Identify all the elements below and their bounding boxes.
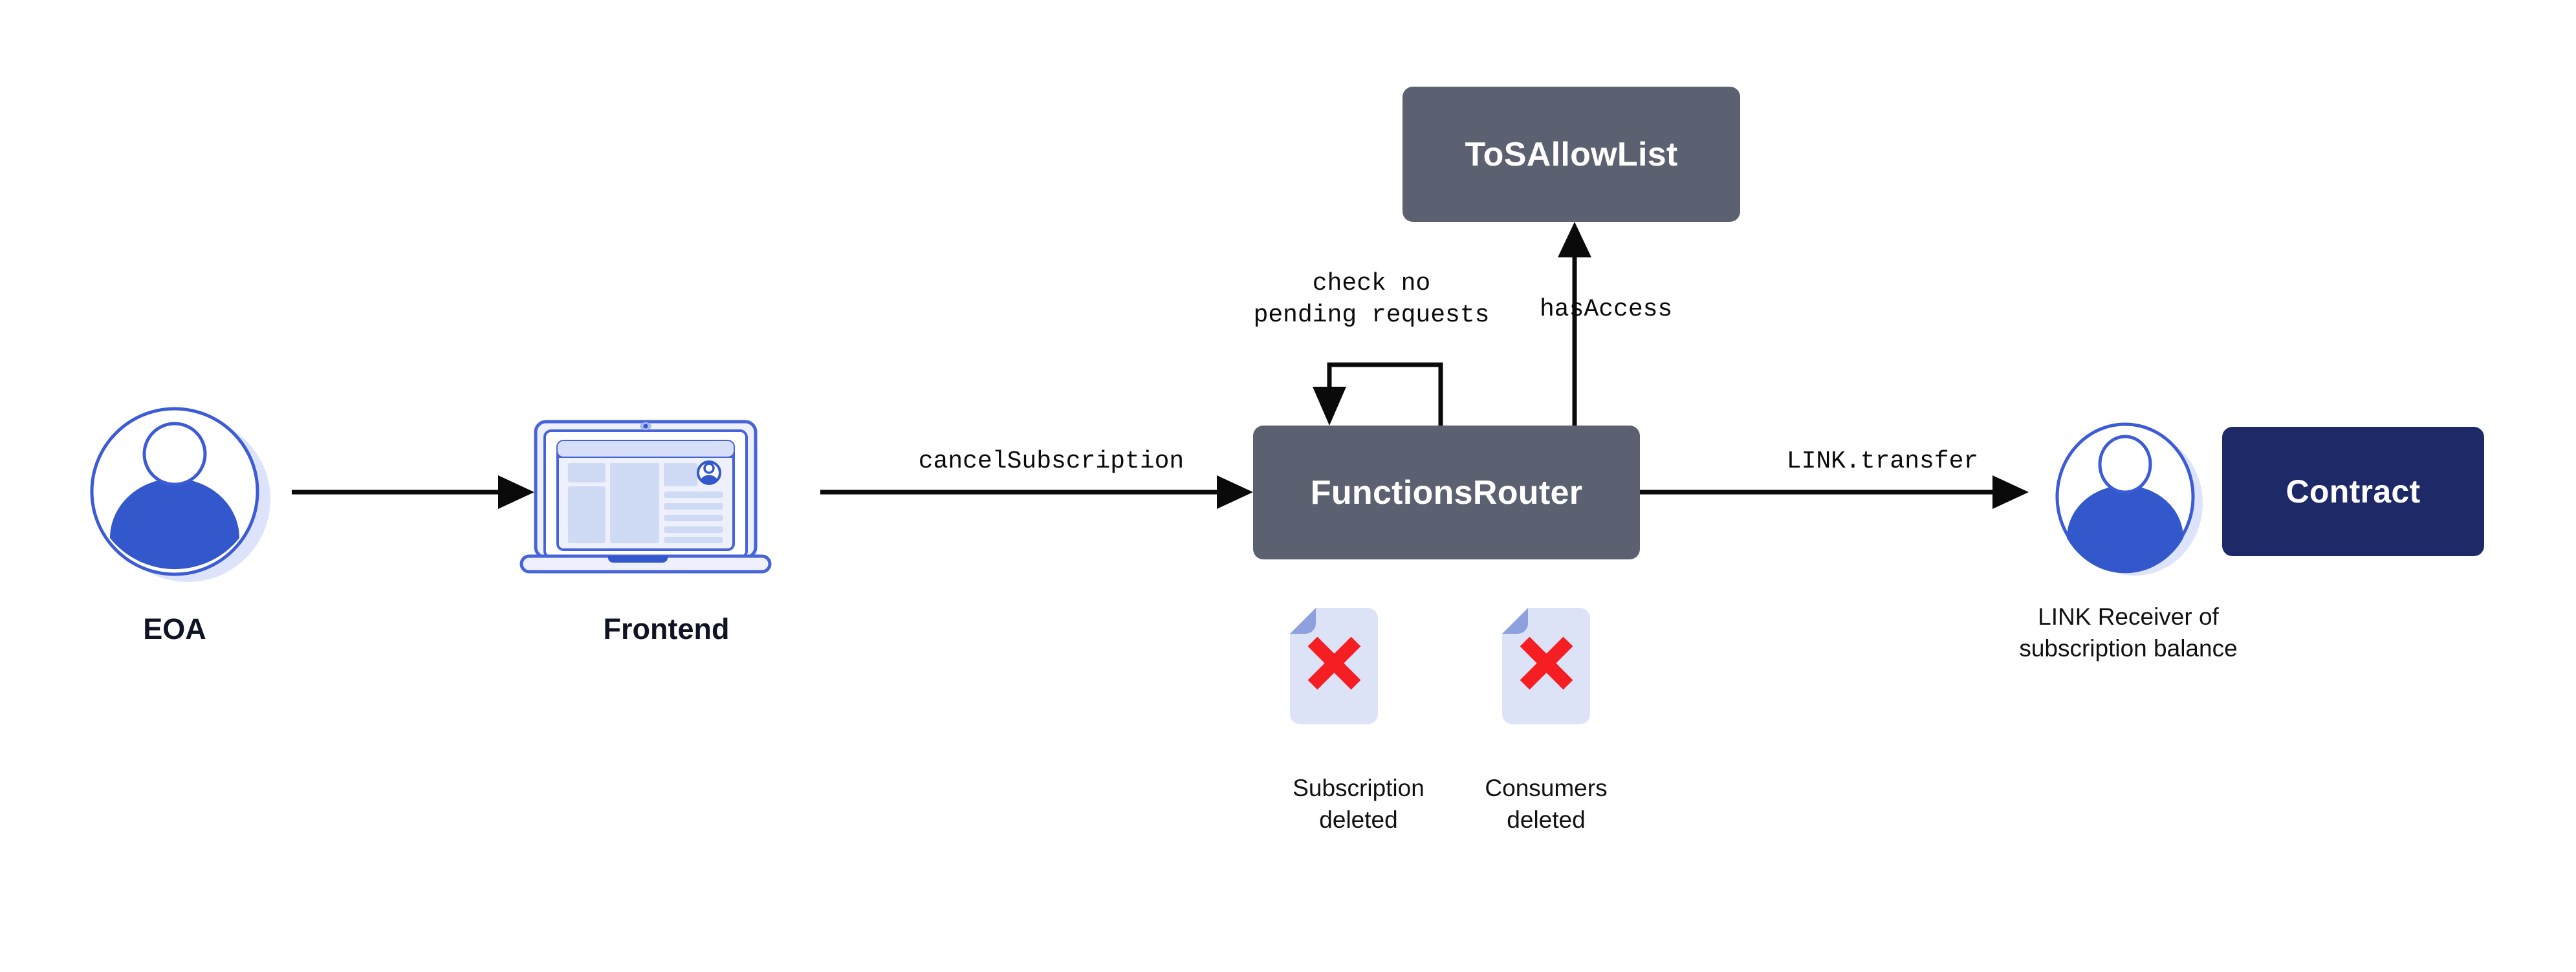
subscription-deleted-line2: deleted — [1319, 806, 1398, 833]
subscription-deleted-line1: Subscription — [1293, 775, 1424, 801]
edge-frontend-to-router — [820, 475, 1253, 509]
edge-label-has-access: hasAccess — [1540, 296, 1673, 323]
edge-label-link-transfer: LINK.transfer — [1786, 448, 1979, 475]
consumers-deleted-label: Consumers deleted — [1456, 773, 1637, 836]
consumers-deleted-line2: deleted — [1507, 806, 1586, 833]
edge-router-to-receiver — [1640, 475, 2029, 509]
edge-label-cancel-subscription: cancelSubscription — [918, 448, 1184, 475]
functionsrouter-box[interactable]: FunctionsRouter — [1253, 426, 1640, 559]
contract-box[interactable]: Contract — [2222, 427, 2484, 556]
link-receiver-label-line1: LINK Receiver of — [2038, 603, 2219, 630]
subscription-deleted-label: Subscription deleted — [1268, 773, 1449, 836]
eoa-label: EOA — [143, 612, 206, 645]
edge-router-self-loop — [1313, 362, 1443, 426]
tosallowlist-box[interactable]: ToSAllowList — [1403, 87, 1740, 222]
edge-eoa-to-frontend — [292, 475, 534, 509]
frontend-label: Frontend — [603, 612, 730, 645]
edge-label-check-no-pending-requests: check no pending requests — [1253, 270, 1490, 329]
frontend-laptop-icon — [519, 420, 772, 574]
eoa-avatar-icon — [90, 407, 270, 582]
link-receiver-label: LINK Receiver of subscription balance — [1934, 601, 2322, 665]
consumers-deleted-document-icon — [1502, 608, 1590, 724]
link-receiver-avatar-icon — [2055, 422, 2203, 576]
subscription-deleted-document-icon — [1290, 608, 1378, 724]
consumers-deleted-line1: Consumers — [1485, 775, 1608, 801]
link-receiver-label-line2: subscription balance — [2019, 634, 2238, 662]
